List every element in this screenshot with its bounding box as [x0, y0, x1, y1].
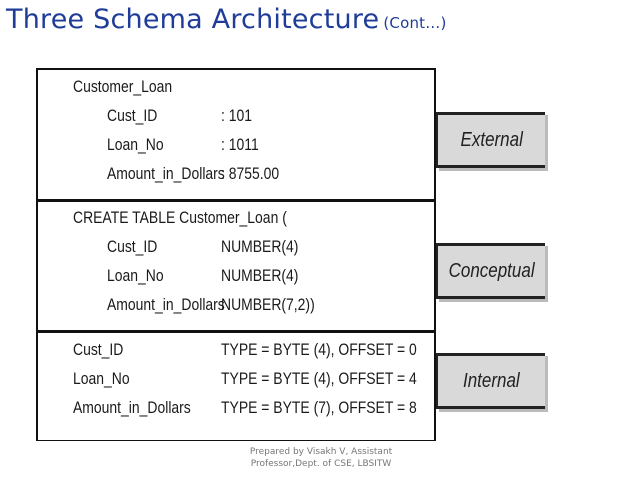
conceptual-create-statement: CREATE TABLE Customer_Loan (	[73, 208, 287, 227]
internal-field-name: Amount_in_Dollars	[73, 398, 191, 417]
internal-field-storage: TYPE = BYTE (7), OFFSET = 8	[221, 398, 417, 417]
credit-text: Prepared by Visakh V, Assistant Professo…	[236, 446, 406, 470]
external-field-value: : 8755.00	[221, 164, 280, 183]
level-internal: Internal	[436, 353, 545, 409]
level-internal-label: Internal	[463, 369, 520, 392]
conceptual-field-type: NUMBER(4)	[221, 266, 299, 285]
conceptual-field-type: NUMBER(4)	[221, 237, 299, 256]
conceptual-field-name: Cust_ID	[107, 237, 158, 256]
level-external: External	[436, 112, 545, 168]
divider-conceptual-internal	[36, 330, 436, 333]
slide-title: Three Schema Architecture(Cont…)	[6, 4, 447, 35]
level-conceptual-label: Conceptual	[448, 259, 535, 282]
title-main: Three Schema Architecture	[6, 4, 380, 35]
external-field-value: : 101	[221, 106, 253, 125]
external-field-value: : 1011	[221, 135, 259, 154]
title-sub: (Cont…)	[383, 14, 447, 32]
internal-field-storage: TYPE = BYTE (4), OFFSET = 0	[221, 340, 417, 359]
external-field-name: Loan_No	[107, 135, 164, 154]
external-field-name: Amount_in_Dollars	[107, 164, 225, 183]
conceptual-field-name: Loan_No	[107, 266, 164, 285]
conceptual-field-type: NUMBER(7,2))	[221, 295, 315, 314]
divider-external-conceptual	[36, 199, 436, 202]
credit-line-2: Professor,Dept. of CSE, LBSITW	[250, 459, 392, 469]
level-conceptual: Conceptual	[436, 243, 545, 299]
internal-field-name: Loan_No	[73, 369, 130, 388]
schema-diagram-frame	[36, 68, 436, 441]
external-field-name: Cust_ID	[107, 106, 158, 125]
credit-line-1: Prepared by Visakh V, Assistant	[249, 447, 393, 457]
conceptual-field-name: Amount_in_Dollars	[107, 295, 225, 314]
internal-field-name: Cust_ID	[73, 340, 124, 359]
external-record-name: Customer_Loan	[73, 77, 173, 96]
internal-field-storage: TYPE = BYTE (4), OFFSET = 4	[221, 369, 417, 388]
level-external-label: External	[460, 128, 523, 151]
